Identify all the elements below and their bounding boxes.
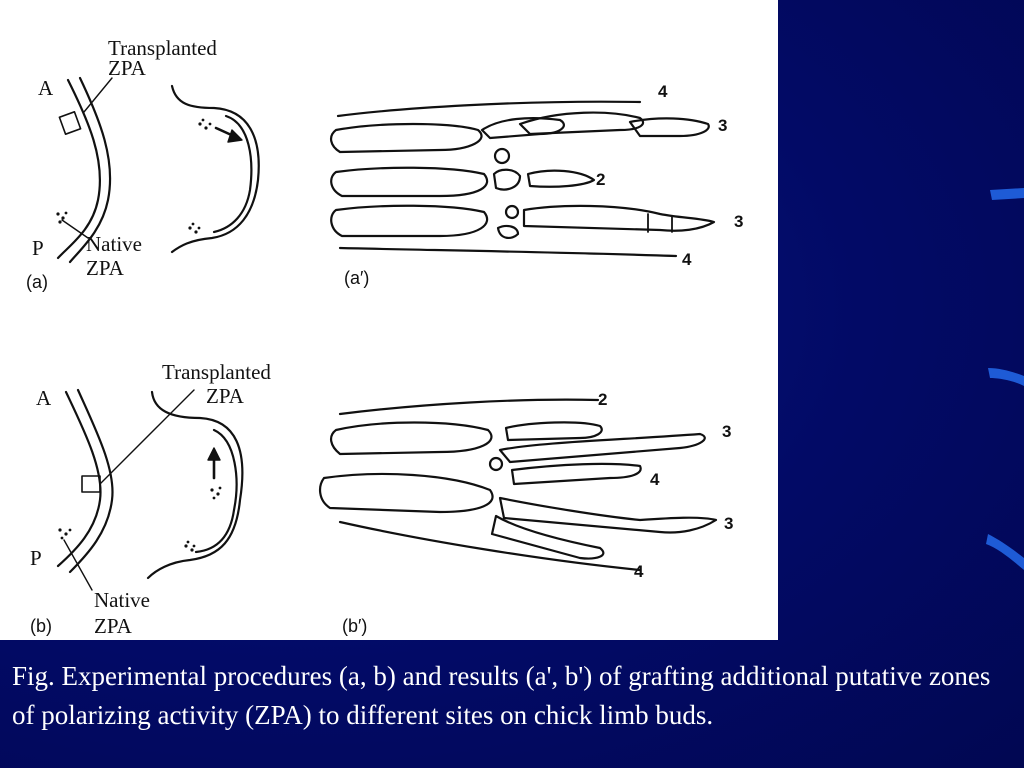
skeleton-outline — [338, 520, 642, 572]
bone-element — [492, 168, 522, 191]
limb-bud-outline — [146, 390, 244, 580]
carpal-element — [488, 456, 504, 472]
panel-label: (a) — [26, 272, 48, 292]
limb-bud-outline — [56, 390, 102, 568]
panel-a-drawing — [56, 76, 260, 264]
panel-b-prime-drawing — [318, 398, 718, 572]
digit-label: 4 — [650, 470, 660, 489]
figure-image: Transplanted ZPA A P Native ZPA (a) 4 3 … — [26, 36, 744, 638]
zpa-dots — [58, 528, 72, 540]
bone-element — [318, 472, 494, 514]
native-zpa-label: Native — [86, 232, 142, 256]
digit-label: 2 — [598, 390, 608, 409]
bone-element — [498, 496, 718, 534]
bone-element — [330, 204, 489, 238]
digit-label: 4 — [682, 250, 692, 269]
transplanted-zpa-label: ZPA — [108, 56, 146, 80]
digit-label: 3 — [734, 212, 744, 231]
bone-element — [510, 462, 642, 486]
panel-b-drawing — [56, 388, 244, 591]
decorative-stroke — [988, 368, 1024, 386]
digit-label: 3 — [718, 116, 728, 135]
carpal-element — [504, 204, 520, 220]
digit-label: 3 — [724, 514, 734, 533]
posterior-label: P — [32, 236, 44, 260]
bone-element — [522, 204, 716, 232]
bone-element — [490, 514, 605, 560]
decorative-stroke — [986, 534, 1024, 570]
panel-label: (b) — [30, 616, 52, 636]
digit-label: 2 — [596, 170, 606, 189]
digit-label: 4 — [634, 562, 644, 581]
decorative-stroke — [990, 188, 1024, 200]
zpa-dots — [188, 118, 212, 234]
native-zpa-label: ZPA — [94, 614, 132, 638]
limb-bud-outline — [194, 428, 238, 554]
arrow-icon — [227, 129, 243, 143]
leader-line — [61, 219, 89, 239]
skeleton-outline — [338, 246, 678, 258]
digit-label: 4 — [658, 82, 668, 101]
bone-element — [498, 432, 706, 464]
anterior-label: A — [38, 76, 54, 100]
skeleton-outline — [336, 100, 642, 118]
bone-element — [647, 213, 673, 233]
graft-site — [58, 111, 82, 135]
limb-bud-outline — [68, 76, 112, 264]
figure-caption: Fig. Experimental procedures (a, b) and … — [12, 661, 991, 730]
native-zpa-label: Native — [94, 588, 150, 612]
zpa-dots — [56, 211, 68, 224]
posterior-label: P — [30, 546, 42, 570]
limb-bud-outline — [56, 78, 102, 260]
bone-element — [496, 224, 520, 240]
native-zpa-label: ZPA — [86, 256, 124, 280]
panel-label: (b′) — [342, 616, 368, 636]
limb-bud-outline — [68, 388, 114, 574]
panel-label: (a′) — [344, 268, 370, 288]
limb-bud-diagram — [56, 76, 718, 591]
skeleton-outline — [338, 398, 600, 416]
limb-bud-outline — [212, 114, 253, 234]
leader-line — [83, 77, 113, 113]
zpa-dots — [184, 486, 222, 552]
leader-line — [63, 539, 93, 591]
digit-label: 3 — [722, 422, 732, 441]
bone-element — [518, 111, 645, 136]
bone-element — [526, 169, 596, 188]
transplanted-zpa-label: Transplanted — [108, 36, 217, 60]
graft-site — [81, 475, 101, 493]
bone-element — [330, 421, 493, 456]
anterior-label: A — [36, 386, 52, 410]
transplanted-zpa-label: ZPA — [206, 384, 244, 408]
bone-element — [330, 122, 483, 154]
arrow-icon — [207, 447, 221, 461]
bone-element — [628, 117, 710, 138]
bone-element — [504, 421, 603, 442]
transplanted-zpa-label: Transplanted — [162, 360, 271, 384]
leader-line — [99, 389, 195, 485]
panel-a-prime-drawing — [330, 100, 716, 258]
limb-bud-outline — [170, 84, 260, 254]
bone-element — [330, 166, 489, 198]
carpal-element — [493, 147, 511, 165]
